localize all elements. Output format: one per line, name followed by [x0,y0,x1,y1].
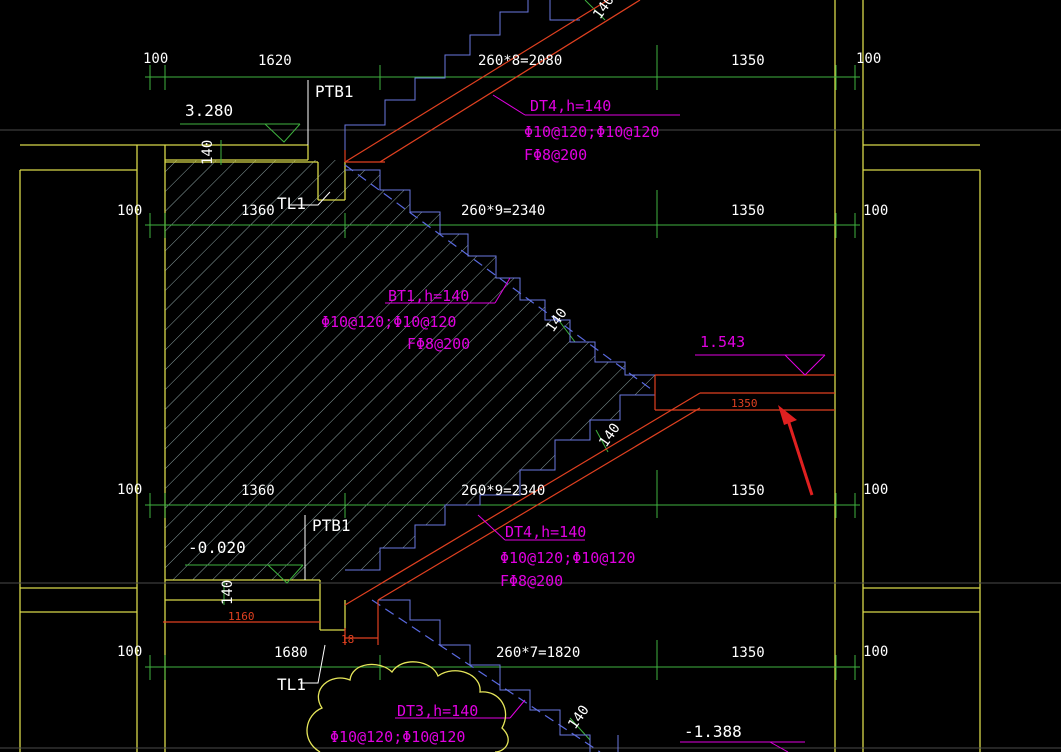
dim-r4-a: 100 [117,644,142,660]
revision-cloud [306,661,509,752]
dim-r1-a: 100 [143,51,168,67]
dt4-low-dist: FΦ8@200 [500,572,563,590]
thickness-mark-1: 140 [200,140,216,165]
dim-landing-low: 1160 [228,610,255,623]
dim-r4-b: 1680 [274,645,308,661]
dim-r2-d: 1350 [731,203,765,219]
stair-steps-top [344,0,580,150]
magenta-leaders [385,94,826,752]
level-mid: 1.543 [700,333,745,351]
grid-lines [0,129,1061,749]
dim-r3-c: 260*9=2340 [461,483,545,499]
dim-r4-c: 260*7=1820 [496,645,580,661]
dim-r3-e: 100 [863,482,888,498]
bt1-name: BT1,h=140 [388,287,469,305]
bt1-dist: FΦ8@200 [407,335,470,353]
stair-steps-low [378,599,619,752]
dt3-rebar: Φ10@120;Φ10@120 [330,728,465,746]
dt4-top-rebar: Φ10@120;Φ10@120 [524,123,659,141]
dim-r2-b: 1360 [241,203,275,219]
leader-lines [290,80,331,684]
dim-r2-c: 260*9=2340 [461,203,545,219]
dim-r4-e: 100 [863,644,888,660]
dim-r1-c: 260*8=2080 [478,53,562,69]
dim-r1-b: 1620 [258,53,292,69]
dt3-name: DT3,h=140 [397,702,478,720]
level-bottom: -1.388 [684,722,742,741]
label-ptb-top: PTB1 [315,82,354,101]
dim-r1-e: 100 [856,51,881,67]
dim-landing-mid: 1350 [731,397,758,410]
bt1-rebar: Φ10@120;Φ10@120 [321,313,456,331]
dim-r3-b: 1360 [241,483,275,499]
level-low: -0.020 [188,538,246,557]
stair-steps-mid [345,169,655,571]
dt4-low-name: DT4,h=140 [505,523,586,541]
thickness-mark-4: 140 [596,420,624,450]
dimension-lines [145,0,860,741]
dim-r4-d: 1350 [731,645,765,661]
level-top: 3.280 [185,101,233,120]
label-tl-low: TL1 [277,675,306,694]
dim-r1-d: 1350 [731,53,765,69]
thickness-mark-6: 140 [565,702,593,732]
dim-small: 18 [341,633,354,646]
hatched-stair-region [165,160,655,580]
dt4-low-rebar: Φ10@120;Φ10@120 [500,549,635,567]
label-ptb-low: PTB1 [312,516,351,535]
dt4-top-name: DT4,h=140 [530,97,611,115]
dim-r2-e: 100 [863,203,888,219]
dim-r3-a: 100 [117,482,142,498]
thickness-mark-2: 140 [220,580,236,605]
dim-r3-d: 1350 [731,483,765,499]
label-tl-top: TL1 [277,194,306,213]
dim-r2-a: 100 [117,203,142,219]
red-arrow [778,405,814,496]
thickness-mark-5: 140 [590,0,618,22]
dt4-top-dist: FΦ8@200 [524,146,587,164]
walls [19,0,981,752]
